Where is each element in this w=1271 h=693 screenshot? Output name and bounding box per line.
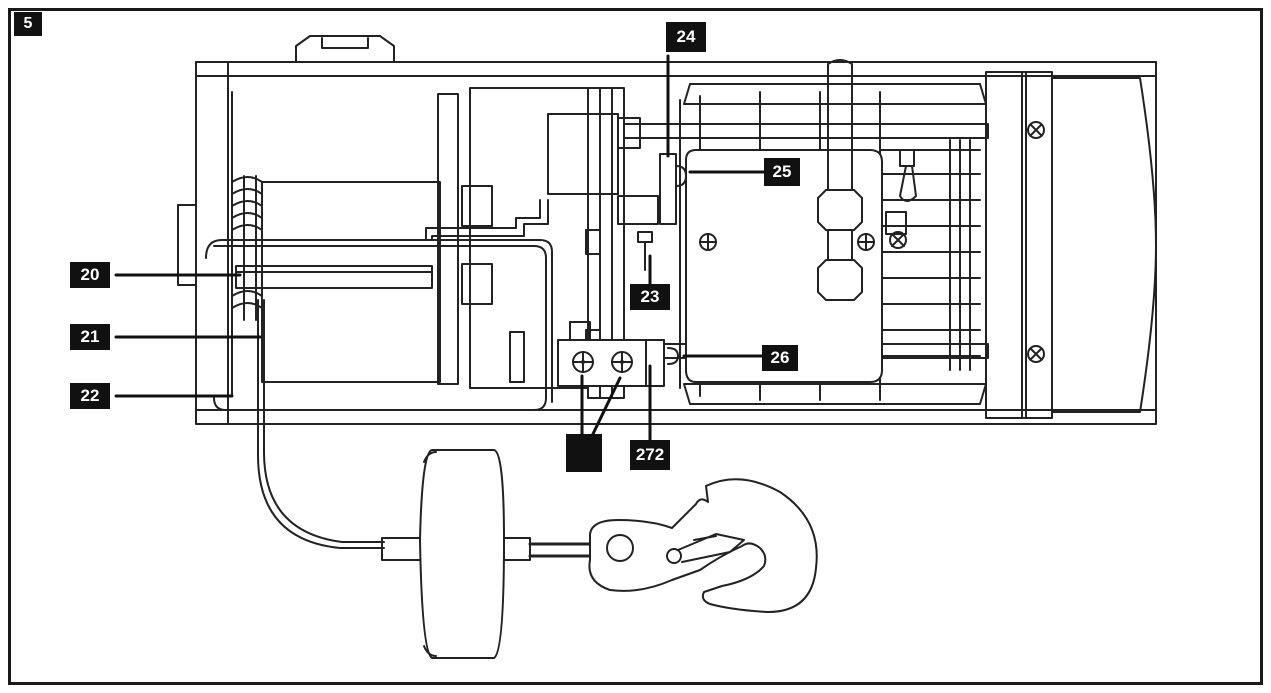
terminal-block bbox=[557, 321, 665, 387]
hoist-cable-outer bbox=[263, 299, 385, 543]
lower-limit-switch bbox=[667, 347, 679, 365]
callout-22: 22 bbox=[70, 383, 110, 409]
pulley-wheel bbox=[381, 449, 531, 659]
callout-25: 25 bbox=[764, 158, 800, 186]
callout-23: 23 bbox=[630, 284, 670, 310]
callout-272: 272 bbox=[630, 440, 670, 470]
hook-assembly bbox=[528, 478, 818, 613]
motor-end-cap bbox=[985, 71, 1157, 419]
screw-heads bbox=[581, 360, 624, 364]
leader-lines bbox=[114, 54, 766, 442]
figure-number-label: 5 bbox=[14, 12, 42, 36]
chassis-frame bbox=[195, 61, 1157, 425]
leader-27b bbox=[590, 376, 622, 438]
carry-handle bbox=[295, 35, 395, 63]
callout-20: 20 bbox=[70, 262, 110, 288]
left-bracket bbox=[177, 91, 233, 396]
figure-frame bbox=[8, 8, 1263, 685]
callout-27 bbox=[566, 434, 602, 472]
upper-limit-switch bbox=[659, 153, 687, 225]
hoist-cable bbox=[257, 299, 385, 549]
gearbox bbox=[425, 87, 659, 399]
callout-24: 24 bbox=[666, 22, 706, 52]
load-frame-loop bbox=[205, 239, 553, 411]
cable-clamp bbox=[817, 59, 863, 301]
callout-26: 26 bbox=[762, 345, 798, 371]
capacitor-cable bbox=[885, 149, 917, 249]
callout-21: 21 bbox=[70, 324, 110, 350]
